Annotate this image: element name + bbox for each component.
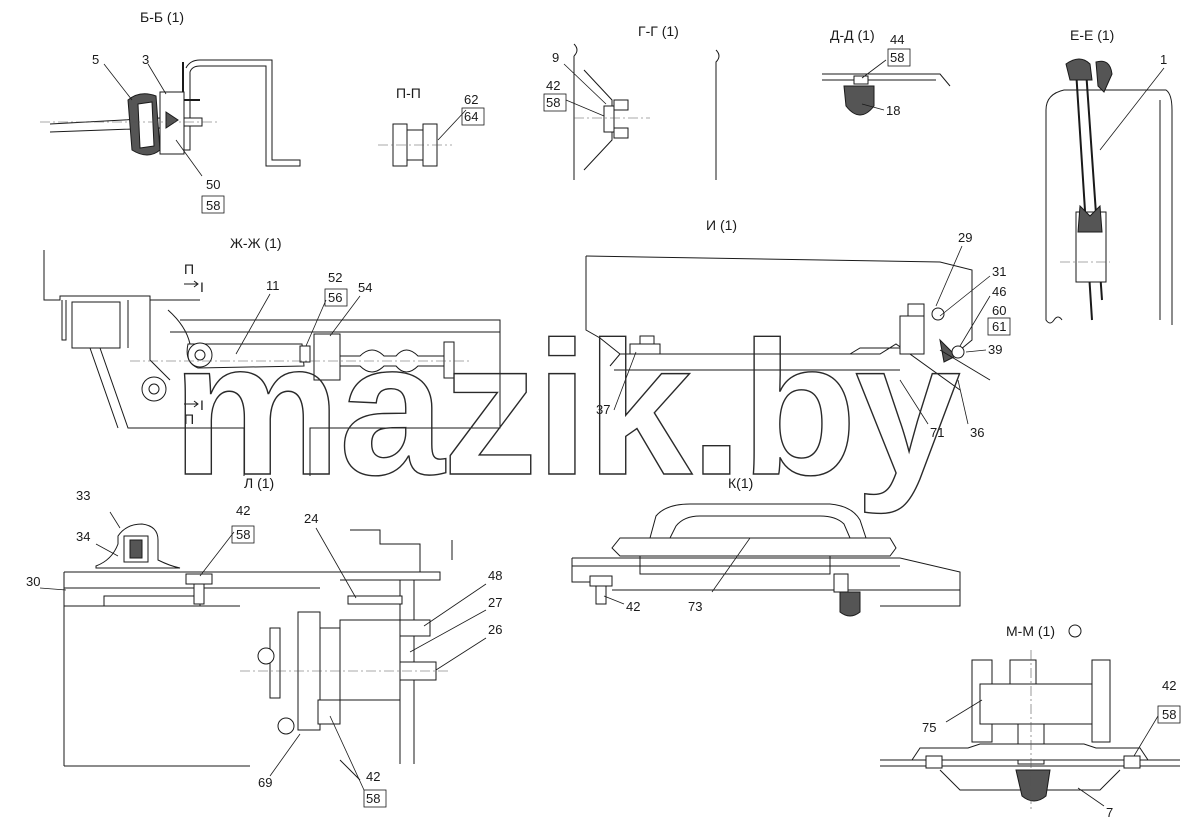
part-3-label: 3 (142, 52, 149, 67)
part-24-label: 24 (304, 511, 318, 526)
section-mm: М-М (1) 75 42 58 7 (880, 623, 1181, 820)
view-mark-i-bottom: I (200, 397, 204, 413)
section-dd: Д-Д (1) 44 58 18 (822, 27, 951, 118)
part-29-label: 29 (958, 230, 972, 245)
part-31-label: 31 (992, 264, 1006, 279)
view-rotation-symbol (1068, 624, 1082, 638)
part-34-label: 34 (76, 529, 90, 544)
part-37-label: 37 (596, 402, 610, 417)
section-k: К(1) 73 42 (571, 475, 961, 617)
part-52-label: 52 (328, 270, 342, 285)
part-36-label: 36 (970, 425, 984, 440)
part-42-label-l-top: 42 (236, 503, 250, 518)
part-46-label: 46 (992, 284, 1006, 299)
part-11-label: 11 (266, 278, 280, 293)
part-42-label-gg: 42 (546, 78, 560, 93)
part-73-label: 73 (688, 599, 702, 614)
section-pp-title: П-П (396, 85, 421, 101)
section-l: Л (1) 33 34 30 42 58 24 48 (26, 475, 502, 808)
part-48-label: 48 (488, 568, 502, 583)
section-dd-title: Д-Д (1) (830, 27, 875, 43)
part-58-label-l-bottom: 58 (366, 791, 380, 806)
part-58-label: 58 (206, 198, 220, 213)
section-mm-title: М-М (1) (1006, 623, 1055, 639)
part-58-label-dd: 58 (890, 50, 904, 65)
section-gg-title: Г-Г (1) (638, 23, 679, 39)
part-42-label-l-bottom: 42 (366, 769, 380, 784)
watermark: mazik.by (172, 303, 960, 515)
part-5-label: 5 (92, 52, 99, 67)
section-k-title: К(1) (728, 475, 753, 491)
section-bb-title: Б-Б (1) (140, 9, 184, 25)
part-42-label-k: 42 (626, 599, 640, 614)
section-bb: Б-Б (1) 5 3 50 58 (40, 9, 301, 214)
part-9-label: 9 (552, 50, 559, 65)
part-64-label: 64 (464, 109, 478, 124)
part-58-label-l-top: 58 (236, 527, 250, 542)
part-54-label: 54 (358, 280, 372, 295)
part-1-label: 1 (1160, 52, 1167, 67)
part-26-label: 26 (488, 622, 502, 637)
section-zhzh-title: Ж-Ж (1) (230, 235, 282, 251)
part-62-label: 62 (464, 92, 478, 107)
section-i: И (1) 29 31 46 60 61 39 37 71 36 (585, 217, 1011, 440)
section-l-title: Л (1) (244, 475, 274, 491)
section-pp: П-П 62 64 (378, 85, 485, 167)
view-mark-p-top: П (184, 261, 194, 277)
section-ee: Е-Е (1) 1 (1045, 27, 1173, 325)
part-30-label: 30 (26, 574, 40, 589)
section-i-title: И (1) (706, 217, 737, 233)
part-58-label-gg: 58 (546, 95, 560, 110)
part-61-label: 61 (992, 319, 1006, 334)
part-33-label: 33 (76, 488, 90, 503)
view-mark-i-top: I (200, 279, 204, 295)
part-27-label: 27 (488, 595, 502, 610)
part-42-label-mm: 42 (1162, 678, 1176, 693)
part-39-label: 39 (988, 342, 1002, 357)
part-58-label-mm: 58 (1162, 707, 1176, 722)
section-gg: Г-Г (1) 9 42 58 (543, 23, 720, 180)
part-50-label: 50 (206, 177, 220, 192)
part-56-label: 56 (328, 290, 342, 305)
section-ee-title: Е-Е (1) (1070, 27, 1114, 43)
part-60-label: 60 (992, 303, 1006, 318)
part-71-label: 71 (930, 425, 944, 440)
part-44-label: 44 (890, 32, 904, 47)
view-mark-p-bottom: П (184, 411, 194, 427)
part-75-label: 75 (922, 720, 936, 735)
part-69-label: 69 (258, 775, 272, 790)
part-18-label: 18 (886, 103, 900, 118)
part-7-label: 7 (1106, 805, 1113, 820)
section-zhzh: Ж-Ж (1) П I П I 11 52 56 54 (43, 235, 501, 476)
